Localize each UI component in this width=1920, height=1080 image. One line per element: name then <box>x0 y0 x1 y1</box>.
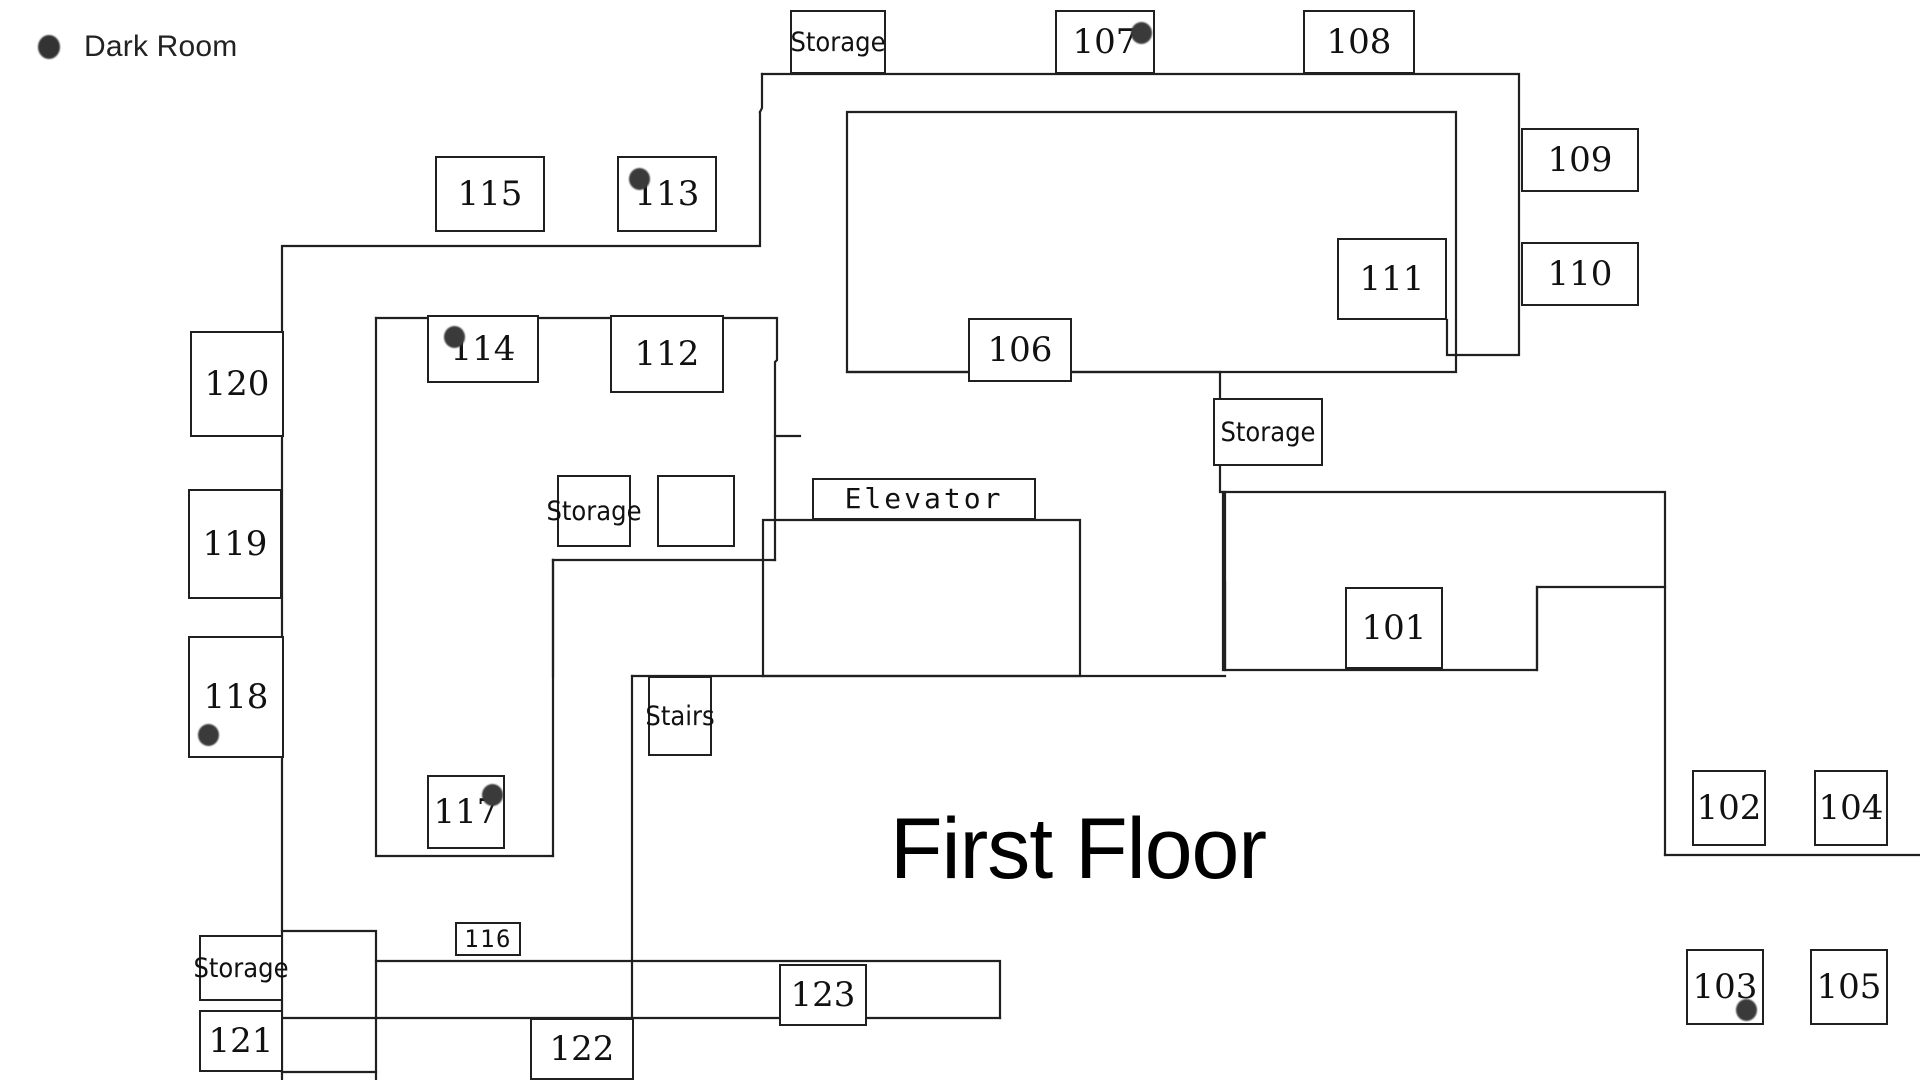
room-label: 113 <box>634 174 700 214</box>
room-label: 105 <box>1816 967 1882 1007</box>
room-112[interactable]: 112 <box>610 315 724 393</box>
room-label: 115 <box>457 174 523 214</box>
room-label: 122 <box>549 1029 615 1069</box>
room-label: Storage <box>790 26 886 58</box>
room-110[interactable]: 110 <box>1521 242 1639 306</box>
wall-segment <box>762 74 1519 355</box>
room-storage-right[interactable]: Storage <box>1213 398 1323 466</box>
room-117[interactable]: 117 <box>427 775 505 849</box>
room-label: 107 <box>1072 22 1138 62</box>
room-label: 118 <box>203 677 269 717</box>
room-label: Storage <box>193 952 289 984</box>
room-label: 103 <box>1692 967 1758 1007</box>
room-storage-bl[interactable]: Storage <box>193 935 289 1001</box>
room-105[interactable]: 105 <box>1810 949 1888 1025</box>
wall-segment <box>376 318 553 856</box>
room-113[interactable]: 113 <box>617 156 717 232</box>
room-107[interactable]: 107 <box>1055 10 1155 74</box>
dark-room-dot-icon <box>38 35 60 59</box>
room-stairs[interactable]: Stairs <box>645 676 715 756</box>
room-elevator[interactable]: Elevator <box>812 478 1036 520</box>
room-120[interactable]: 120 <box>190 331 284 437</box>
room-label: 108 <box>1326 22 1392 62</box>
room-123[interactable]: 123 <box>779 964 867 1026</box>
room-102[interactable]: 102 <box>1692 770 1766 846</box>
room-label: 121 <box>208 1021 274 1061</box>
room-label: 117 <box>433 792 499 832</box>
room-label: 101 <box>1361 608 1427 648</box>
room-116[interactable]: 116 <box>455 922 521 956</box>
room-101[interactable]: 101 <box>1345 587 1443 669</box>
room-122[interactable]: 122 <box>530 1018 634 1080</box>
room-storage-mid[interactable]: Storage <box>546 475 642 547</box>
room-storage-top[interactable]: Storage <box>790 10 886 74</box>
wall-segment <box>376 961 1000 1018</box>
room-unlabeled-box[interactable] <box>657 475 735 547</box>
legend-label: Dark Room <box>84 30 238 63</box>
wall-segment <box>1225 492 1665 670</box>
room-111[interactable]: 111 <box>1337 238 1447 320</box>
room-label: 114 <box>450 329 516 369</box>
room-label: 112 <box>634 334 700 374</box>
room-115[interactable]: 115 <box>435 156 545 232</box>
room-label: Storage <box>546 495 642 527</box>
wall-segment <box>763 520 1080 676</box>
room-121[interactable]: 121 <box>199 1010 283 1072</box>
room-label: Storage <box>1220 416 1316 448</box>
room-label: 123 <box>790 975 856 1015</box>
room-label: 102 <box>1696 788 1762 828</box>
room-label: 110 <box>1547 254 1613 294</box>
wall-segment <box>847 112 1456 372</box>
room-119[interactable]: 119 <box>188 489 282 599</box>
room-label: Elevator <box>844 482 1004 515</box>
room-label: 111 <box>1359 259 1425 299</box>
wall-segment <box>760 74 762 112</box>
room-label: 120 <box>204 364 270 404</box>
room-118[interactable]: 118 <box>188 636 284 758</box>
room-label: 116 <box>464 925 512 953</box>
room-104[interactable]: 104 <box>1814 770 1888 846</box>
page-title: First Floor <box>890 801 1267 897</box>
room-label: 109 <box>1547 140 1613 180</box>
room-label: 119 <box>202 524 268 564</box>
room-label: 106 <box>987 330 1053 370</box>
room-label: 104 <box>1818 788 1884 828</box>
room-114[interactable]: 114 <box>427 315 539 383</box>
wall-segment <box>282 112 760 1080</box>
room-103[interactable]: 103 <box>1686 949 1764 1025</box>
legend: Dark Room <box>38 30 238 64</box>
room-106[interactable]: 106 <box>968 318 1072 382</box>
wall-segment <box>282 931 1000 1018</box>
room-109[interactable]: 109 <box>1521 128 1639 192</box>
room-108[interactable]: 108 <box>1303 10 1415 74</box>
room-label: Stairs <box>645 700 715 732</box>
dark-room-dot-icon <box>198 724 219 746</box>
